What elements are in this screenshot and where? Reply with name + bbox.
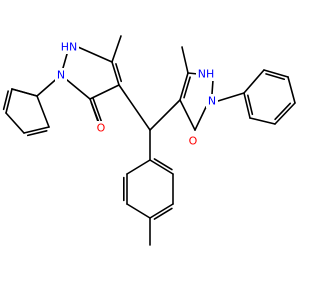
bond-c4-ch-left bbox=[118, 84, 151, 131]
bond-phenyl-left bbox=[36, 95, 50, 128]
label-mask bbox=[59, 40, 79, 54]
atom-label-nh-left: HN bbox=[61, 41, 78, 54]
bond-nh-n-right bbox=[211, 79, 214, 95]
bond-c4-c5-left bbox=[115, 63, 123, 83]
bond-c5-nh-left bbox=[77, 46, 113, 63]
bond-phenyl-right bbox=[243, 92, 251, 119]
atom-label-o-left: O bbox=[97, 122, 106, 135]
label-mask bbox=[95, 121, 107, 135]
bond-ch-c4-right bbox=[149, 99, 181, 131]
bond-phenyl-right bbox=[265, 73, 286, 81]
bond-tolyl bbox=[126, 203, 151, 219]
bond-phenyl-left bbox=[11, 88, 38, 97]
bond-methyl-right bbox=[181, 46, 189, 74]
bond-phenyl-left bbox=[23, 126, 50, 134]
bond-c4-c5-left bbox=[111, 61, 120, 86]
bond-c-o-left-b bbox=[90, 101, 100, 125]
bond-c4-c5-right bbox=[183, 76, 191, 99]
atom-label-n-left: N bbox=[57, 69, 65, 82]
atom-label-o-right: O bbox=[189, 135, 198, 148]
bond-phenyl-right bbox=[274, 102, 292, 121]
atom-label-n-right: N bbox=[208, 95, 216, 108]
label-mask bbox=[196, 67, 216, 81]
bond-phenyl-right bbox=[249, 117, 276, 125]
bond-tolyl bbox=[149, 203, 174, 219]
bond-tolyl bbox=[153, 158, 173, 171]
label-mask bbox=[187, 134, 199, 148]
label-mask bbox=[55, 68, 67, 82]
bond-tolyl bbox=[153, 207, 173, 220]
bond-phenyl-left bbox=[5, 112, 25, 134]
bond-phenyl-right bbox=[263, 69, 289, 78]
bond-phenyl-right bbox=[247, 94, 254, 116]
bond-phenyl-right bbox=[287, 76, 296, 104]
bond-tolyl bbox=[149, 159, 174, 175]
bond-c3-c4-left bbox=[89, 84, 120, 100]
bond-phenyl-right bbox=[243, 69, 265, 94]
bond-n-phenyl-right bbox=[217, 92, 245, 102]
bond-phenyl-right bbox=[274, 102, 296, 125]
bond-phenyl-left bbox=[26, 130, 48, 137]
bond-c4-c5-right bbox=[179, 72, 189, 101]
bond-c3-c4-right bbox=[179, 99, 196, 131]
bond-set bbox=[2, 35, 296, 246]
bond-tolyl bbox=[126, 159, 151, 175]
molecule-structure: HN N O NH N O bbox=[2, 35, 296, 246]
bond-methyl-left bbox=[111, 35, 122, 63]
bond-phenyl-left bbox=[5, 88, 13, 114]
atom-label-set: HN N O NH N O bbox=[55, 40, 218, 148]
bond-phenyl-left bbox=[2, 90, 9, 111]
bond-n-c3-right bbox=[194, 106, 207, 131]
atom-label-nh-right: NH bbox=[198, 68, 215, 81]
label-mask bbox=[206, 94, 218, 108]
